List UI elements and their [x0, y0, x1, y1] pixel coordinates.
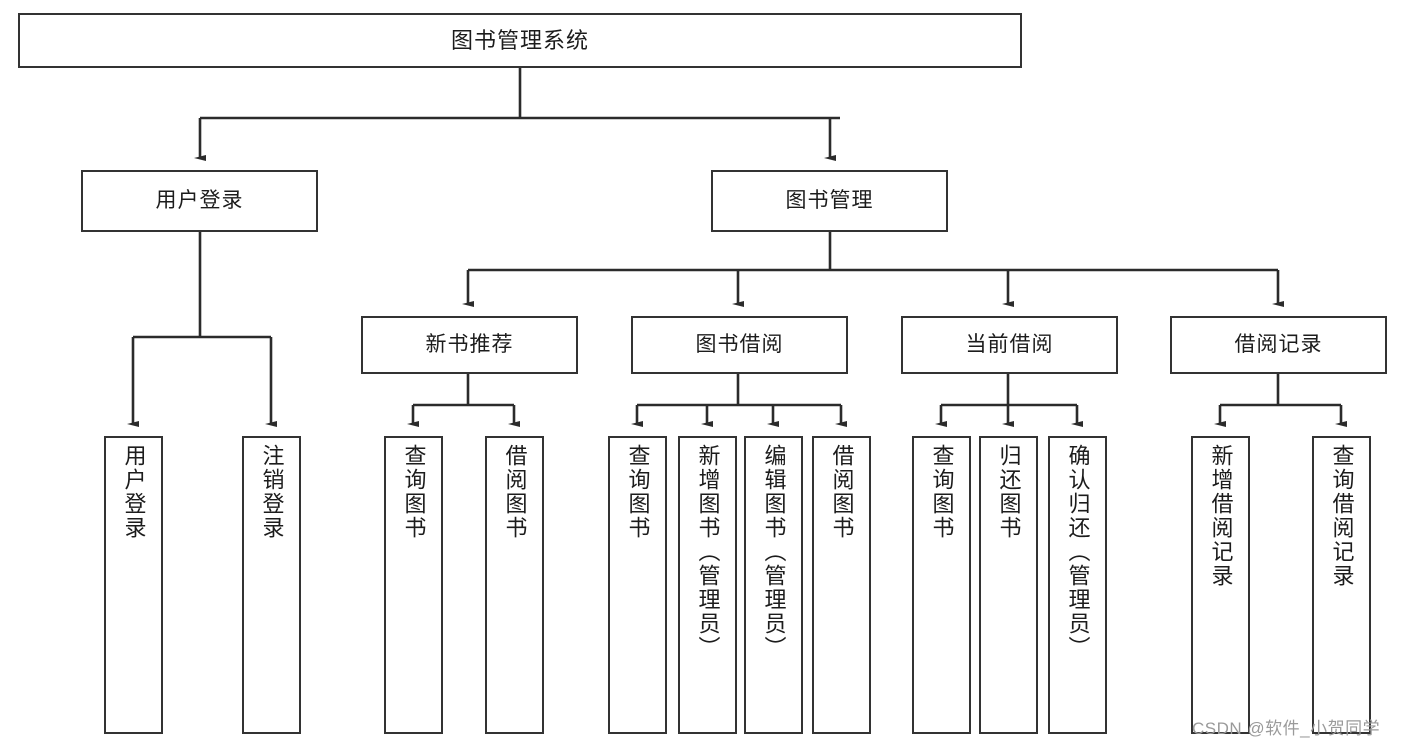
node-label: 借阅图书 — [829, 444, 855, 540]
node-new-book-recommend[interactable]: 新书推荐 — [361, 316, 578, 374]
leaf-current-borrow-return[interactable]: 归还图书 — [979, 436, 1038, 734]
node-label: 查询图书 — [401, 444, 427, 540]
node-label: 编辑图书（管理员） — [761, 444, 787, 660]
node-label: 图书管理 — [785, 188, 874, 212]
node-book-management[interactable]: 图书管理 — [711, 170, 948, 232]
node-label: 查询图书 — [929, 444, 955, 540]
node-book-borrow[interactable]: 图书借阅 — [631, 316, 848, 374]
node-user-login[interactable]: 用户登录 — [81, 170, 318, 232]
node-label: 查询图书 — [625, 444, 651, 540]
node-root-system[interactable]: 图书管理系统 — [18, 13, 1022, 68]
node-label: 查询借阅记录 — [1329, 444, 1355, 588]
leaf-book-borrow-edit[interactable]: 编辑图书（管理员） — [744, 436, 803, 734]
node-label: 用户登录 — [121, 444, 147, 540]
node-label: 归还图书 — [996, 444, 1022, 540]
leaf-new-book-borrow[interactable]: 借阅图书 — [485, 436, 544, 734]
node-label: 图书借阅 — [695, 332, 784, 356]
node-label: 新书推荐 — [425, 332, 514, 356]
node-label: 当前借阅 — [965, 332, 1054, 356]
node-label: 注销登录 — [259, 444, 285, 540]
leaf-current-borrow-query[interactable]: 查询图书 — [912, 436, 971, 734]
node-label: 用户登录 — [155, 188, 244, 212]
node-label: 新增借阅记录 — [1208, 444, 1234, 588]
node-label: 图书管理系统 — [450, 27, 589, 53]
node-label: 借阅记录 — [1234, 332, 1323, 356]
node-label: 借阅图书 — [502, 444, 528, 540]
leaf-new-book-query[interactable]: 查询图书 — [384, 436, 443, 734]
node-borrow-record[interactable]: 借阅记录 — [1170, 316, 1387, 374]
node-label: 确认归还（管理员） — [1065, 444, 1091, 660]
node-current-borrow[interactable]: 当前借阅 — [901, 316, 1118, 374]
node-label: 新增图书（管理员） — [695, 444, 721, 660]
leaf-book-borrow-query[interactable]: 查询图书 — [608, 436, 667, 734]
leaf-borrow-record-query[interactable]: 查询借阅记录 — [1312, 436, 1371, 734]
leaf-user-login-login[interactable]: 用户登录 — [104, 436, 163, 734]
leaf-user-login-logout[interactable]: 注销登录 — [242, 436, 301, 734]
leaf-book-borrow-add[interactable]: 新增图书（管理员） — [678, 436, 737, 734]
leaf-book-borrow-borrow[interactable]: 借阅图书 — [812, 436, 871, 734]
leaf-borrow-record-add[interactable]: 新增借阅记录 — [1191, 436, 1250, 734]
leaf-current-borrow-confirm-return[interactable]: 确认归还（管理员） — [1048, 436, 1107, 734]
